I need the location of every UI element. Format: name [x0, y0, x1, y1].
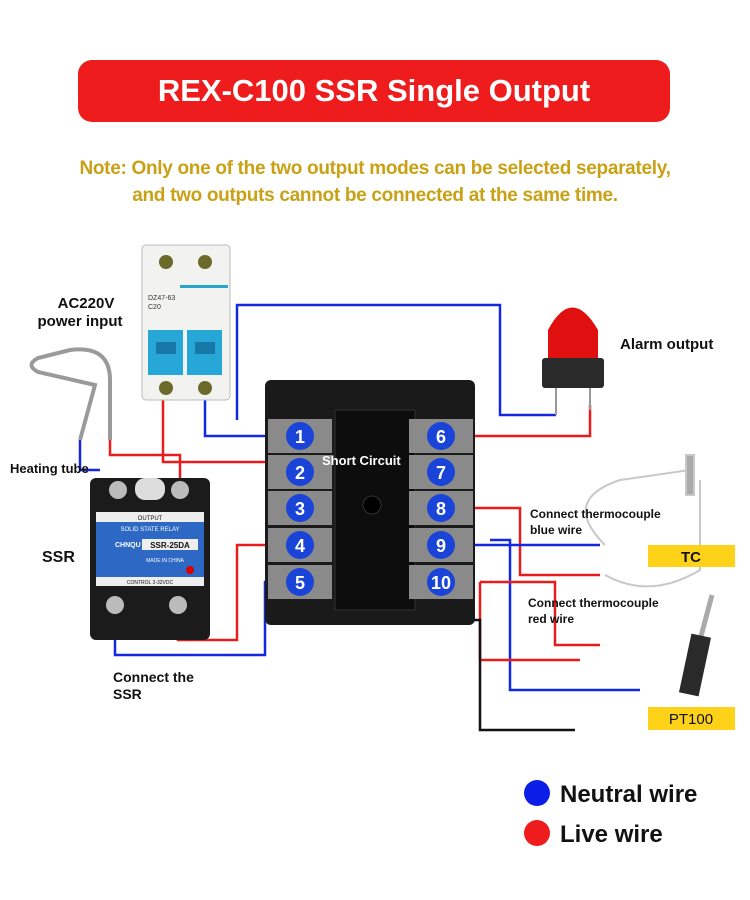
- title-banner: REX-C100 SSR Single Output: [78, 60, 670, 122]
- terminal-blocks: 1 2 3 4 5 6 7 8 9 10: [268, 419, 473, 599]
- neutral-wire-heater: [78, 440, 100, 472]
- terminal-number: 10: [431, 573, 451, 593]
- ssr-brand: CHNQU: [115, 542, 141, 549]
- legend-neutral-swatch: [524, 780, 550, 806]
- power-label-2: power input: [38, 313, 123, 330]
- connect-ssr-label-2: SSR: [113, 686, 142, 702]
- live-wire-alarm: [452, 405, 592, 438]
- pt100-blue-wire: [490, 538, 640, 692]
- tc-box: [648, 545, 735, 567]
- pt100-label: PT100: [669, 711, 713, 728]
- legend-live-swatch: [524, 820, 550, 846]
- terminal-badge: [286, 531, 314, 559]
- note-line-1: Note: Only one of the two output modes c…: [79, 158, 671, 179]
- terminal-number: 3: [295, 499, 305, 519]
- terminal-badge: [286, 422, 314, 450]
- ssr-label: SSR: [42, 549, 75, 566]
- terminal-badge: [427, 422, 455, 450]
- terminal-number: 7: [436, 463, 446, 483]
- terminal-badge: [427, 531, 455, 559]
- terminal-number: 8: [436, 499, 446, 519]
- ssr-device: OUTPUT SOLID STATE RELAY CHNQU SSR-25DA …: [90, 478, 210, 640]
- tc-blue-label-2: blue wire: [530, 523, 582, 537]
- terminal-number: 6: [436, 427, 446, 447]
- connect-ssr-label-1: Connect the: [113, 669, 194, 685]
- terminal-badge: [427, 568, 455, 596]
- neutral-wire-breaker: [203, 395, 290, 438]
- live-wire-heater: [108, 440, 182, 490]
- terminal-number: 9: [436, 536, 446, 556]
- tc-red-label-2: red wire: [528, 612, 574, 626]
- circuit-breaker: DZ47-63 C20: [141, 244, 231, 401]
- pt100-probe-icon: [678, 594, 715, 697]
- alarm-label: Alarm output: [620, 336, 713, 353]
- terminal-number: 2: [295, 463, 305, 483]
- legend-live-label: Live wire: [560, 821, 663, 848]
- tc-red-wire: [452, 506, 600, 577]
- pt100-red-wire: [480, 580, 600, 647]
- tc-label: TC: [681, 549, 701, 566]
- neutral-wire-alarm: [235, 303, 556, 420]
- tc-blue-label-1: Connect thermocouple: [530, 507, 661, 521]
- terminal-number: 5: [295, 573, 305, 593]
- ssr-made-in: MADE IN CHINA: [146, 558, 184, 564]
- terminal-badge: [427, 494, 455, 522]
- terminal-badge: [286, 458, 314, 486]
- ssr-output-label: OUTPUT: [138, 516, 163, 522]
- terminal-badge: [286, 568, 314, 596]
- heating-tube-icon: [29, 347, 112, 441]
- alarm-light-icon: [542, 307, 604, 415]
- breaker-rating: C20: [148, 304, 161, 311]
- legend-neutral-label: Neutral wire: [560, 781, 697, 808]
- note-line-2: and two outputs cannot be connected at t…: [132, 185, 618, 206]
- terminal-number: 4: [295, 536, 305, 556]
- short-circuit-label: Short Circuit: [322, 453, 401, 468]
- terminal-badge: [427, 458, 455, 486]
- thermocouple-icon: [584, 454, 701, 588]
- ssr-type: SOLID STATE RELAY: [120, 527, 179, 533]
- terminal-number: 1: [295, 427, 305, 447]
- pt100-black-wire: [470, 618, 575, 732]
- ssr-control: CONTROL 3-32VDC: [127, 580, 174, 586]
- power-label-1: AC220V: [58, 295, 115, 312]
- ssr-model: SSR-25DA: [150, 541, 190, 550]
- heating-tube-label: Heating tube: [10, 461, 89, 476]
- pt100-box: [648, 707, 735, 730]
- terminal-badge: [286, 494, 314, 522]
- tc-red-label-1: Connect thermocouple: [528, 596, 659, 610]
- breaker-model: DZ47-63: [148, 295, 175, 302]
